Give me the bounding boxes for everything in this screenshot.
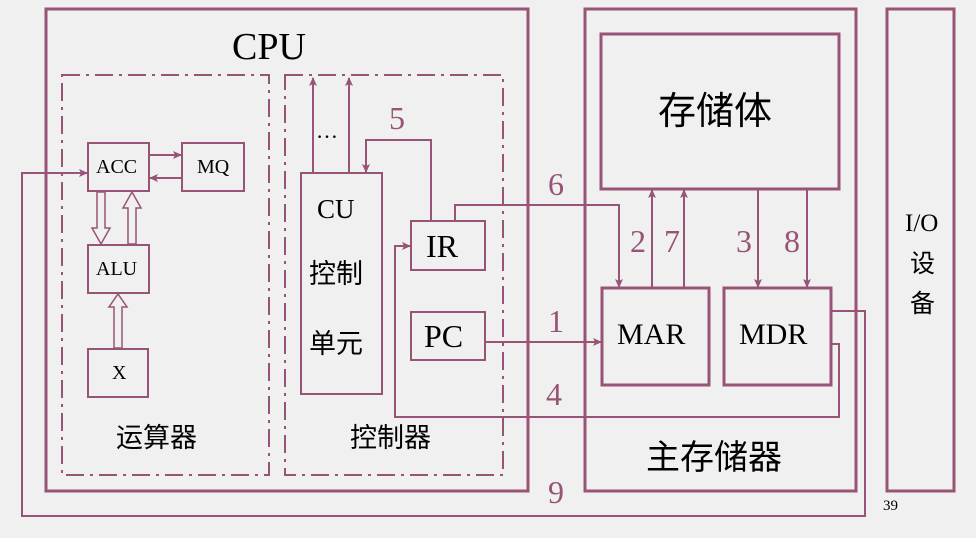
step-8-label: 8 bbox=[784, 223, 800, 259]
io-device-box bbox=[885, 7, 956, 493]
cu-label-line1: CU bbox=[317, 194, 355, 224]
cu-label-line2: 控制 bbox=[309, 259, 363, 290]
step-9-label: 9 bbox=[548, 474, 564, 510]
x-box bbox=[87, 348, 149, 398]
alu-label: ALU bbox=[96, 258, 138, 280]
path-4-mdr-to-ir bbox=[394, 242, 840, 418]
step-1-label: 1 bbox=[548, 303, 564, 339]
alu-section-box bbox=[61, 74, 270, 476]
cpu-title: CPU bbox=[232, 26, 306, 68]
ir-label: IR bbox=[426, 228, 458, 264]
mq-label: MQ bbox=[197, 156, 230, 178]
step-6-label: 6 bbox=[548, 166, 564, 202]
cu-ellipsis: … bbox=[316, 118, 338, 143]
main-memory-label: 主存储器 bbox=[646, 438, 782, 478]
main-memory-box bbox=[583, 7, 858, 493]
step-5-label: 5 bbox=[389, 100, 405, 136]
pc-box bbox=[410, 311, 486, 361]
storage-body-box bbox=[599, 32, 841, 191]
x-to-alu-hollow-arrow bbox=[107, 292, 129, 349]
step-4-label: 4 bbox=[546, 376, 562, 412]
storage-body-label: 存储体 bbox=[658, 89, 773, 133]
pc-label: PC bbox=[424, 318, 464, 354]
alu-section-label: 运算器 bbox=[116, 423, 197, 454]
acc-box bbox=[87, 142, 150, 192]
io-label-line3: 备 bbox=[910, 289, 936, 318]
mar-label: MAR bbox=[617, 318, 686, 351]
mdr-box bbox=[722, 286, 833, 387]
step-3-label: 3 bbox=[736, 223, 752, 259]
control-section-label: 控制器 bbox=[350, 423, 431, 454]
io-label-line2: 设 bbox=[910, 249, 936, 278]
acc-to-alu-hollow-arrow bbox=[90, 191, 112, 246]
path-6-ir-to-mar bbox=[454, 204, 623, 288]
path-5-ir-to-cu bbox=[362, 139, 432, 221]
alu-box bbox=[87, 244, 150, 294]
acc-label: ACC bbox=[96, 156, 138, 178]
alu-to-acc-hollow-arrow bbox=[121, 190, 143, 245]
cu-label-line3: 单元 bbox=[309, 329, 363, 360]
mar-box bbox=[600, 286, 711, 387]
path-9-mdr-to-acc bbox=[21, 169, 866, 517]
mdr-label: MDR bbox=[739, 318, 808, 351]
control-section-box bbox=[284, 74, 504, 476]
step-7-label: 7 bbox=[664, 223, 680, 259]
io-label-line1: I/O bbox=[905, 210, 939, 237]
cu-box bbox=[300, 172, 383, 395]
ir-box bbox=[410, 220, 486, 271]
cpu-box bbox=[44, 7, 530, 493]
page-number: 39 bbox=[883, 498, 898, 514]
mq-box bbox=[181, 142, 245, 192]
x-label: X bbox=[112, 362, 127, 384]
step-2-label: 2 bbox=[630, 223, 646, 259]
